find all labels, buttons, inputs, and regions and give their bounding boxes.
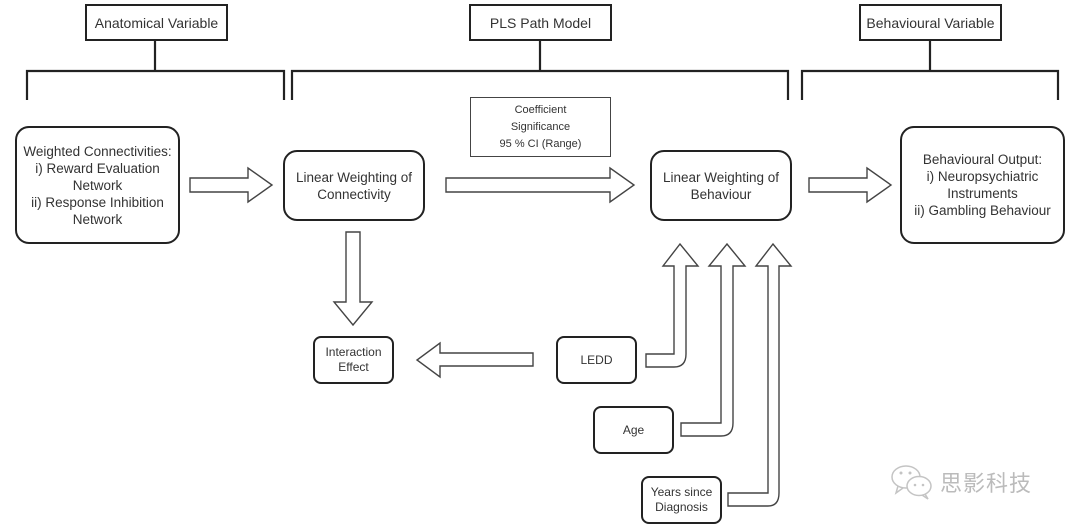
node-interaction-effect: Interaction Effect [313, 336, 394, 384]
node-years-since-diagnosis: Years since Diagnosis [641, 476, 722, 524]
watermark: 思影科技 [890, 463, 1032, 501]
behavioural-bracket [800, 40, 1060, 100]
node-weighted-connectivities: Weighted Connectivities: i) Reward Evalu… [15, 126, 180, 244]
node-coefficient-significance: Coefficient Significance 95 % CI (Range) [470, 97, 611, 157]
node-behavioural-output: Behavioural Output: i) Neuropsychiatric … [900, 126, 1065, 244]
arrow-right-1 [189, 166, 274, 204]
arrow-left [415, 341, 534, 379]
node-linear-weighting-connectivity: Linear Weighting of Connectivity [283, 150, 425, 221]
header-behavioural-variable: Behavioural Variable [859, 4, 1002, 41]
wechat-icon [891, 465, 932, 500]
arrow-right-2 [445, 166, 636, 204]
node-ledd: LEDD [556, 336, 637, 384]
watermark-text: 思影科技 [940, 471, 1033, 496]
arrow-down [332, 231, 374, 327]
anatomical-bracket [25, 40, 286, 100]
node-linear-weighting-behaviour: Linear Weighting of Behaviour [650, 150, 792, 221]
node-age: Age [593, 406, 674, 454]
arrow-up-age [680, 242, 747, 437]
arrow-up-years [727, 242, 793, 507]
header-pls-path-model: PLS Path Model [469, 4, 612, 41]
arrow-up-ledd [645, 242, 700, 368]
pls-bracket [290, 40, 790, 100]
header-anatomical-variable: Anatomical Variable [85, 4, 228, 41]
arrow-right-3 [808, 166, 893, 204]
